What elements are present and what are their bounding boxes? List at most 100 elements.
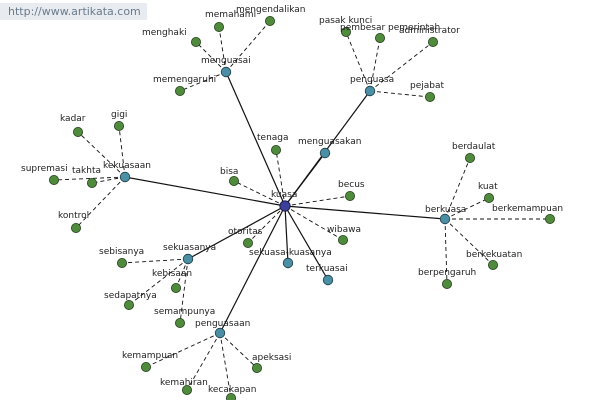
edge-center-becus	[284, 195, 351, 207]
edge-center-menguasai	[225, 71, 286, 207]
leaf-node-wibawa-dot	[337, 234, 348, 245]
leaf-node-kebisaan-label: kebisaan	[152, 269, 192, 279]
edge-penguasaan-kemahiran	[186, 332, 221, 391]
hub-node-menguasai-label: menguasai	[201, 56, 251, 66]
hub-node-terkuasai-label: terkuasai	[306, 264, 348, 274]
edge-sekuasanya-sebisanya	[121, 258, 189, 264]
edge-center-kekuasaan	[124, 176, 286, 207]
leaf-node-semampunya-dot	[174, 317, 185, 328]
leaf-node-berpengaruh-label: berpengaruh	[418, 268, 476, 278]
leaf-node-otoritas-dot	[242, 237, 253, 248]
leaf-node-kemahiran-label: kemahiran	[160, 378, 208, 388]
edge-berkuasa-kuat	[444, 197, 490, 220]
leaf-node-sedapatnya-label: sedapatnya	[104, 291, 157, 301]
leaf-node-kecakapan-dot	[226, 393, 236, 400]
leaf-node-berkekuatan-dot	[487, 259, 498, 270]
edge-center-wibawa	[284, 205, 344, 241]
edge-penguasaan-kecakapan	[219, 332, 232, 399]
watermark: http://www.artikata.com	[0, 3, 147, 20]
hub-node-sekuasanya-label: sekuasanya	[163, 243, 216, 253]
edge-center-tenaga	[275, 149, 286, 207]
leaf-node-berdaulat-label: berdaulat	[452, 142, 496, 152]
leaf-node-kuat-dot	[483, 192, 494, 203]
leaf-node-pejabat-dot	[424, 92, 435, 103]
leaf-node-kemampuan-label: kemampuan	[122, 351, 178, 361]
leaf-node-berkemampuan-dot	[545, 213, 556, 224]
hub-node-berkuasa-label: berkuasa	[425, 205, 466, 215]
hub-node-sekuasa-kuasanya-label: sekuasa-kuasanya	[249, 248, 332, 258]
leaf-node-kontrol-label: kontrol	[58, 211, 89, 221]
leaf-node-memahami-label: memahami	[205, 10, 256, 20]
edge-kekuasaan-gigi	[118, 125, 126, 178]
edge-menguasai-memengaruhi	[179, 71, 227, 92]
leaf-node-berdaulat-dot	[464, 152, 475, 163]
leaf-node-menghaki-label: menghaki	[142, 28, 187, 38]
leaf-node-takhta-label: takhta	[72, 166, 101, 176]
leaf-node-administrator-dot	[427, 37, 438, 48]
edge-penguasa-pasak-kunci	[345, 31, 371, 92]
hub-node-menguasakan-label: menguasakan	[298, 137, 361, 147]
leaf-node-berkekuatan-label: berkekuatan	[466, 250, 522, 260]
hub-node-penguasaan-dot	[214, 327, 226, 339]
leaf-node-wibawa-label: wibawa	[327, 225, 361, 235]
leaf-node-kemampuan-dot	[140, 361, 151, 372]
leaf-node-otoritas-label: otoritas	[228, 227, 263, 237]
leaf-node-bisa-dot	[228, 175, 239, 186]
edge-center-berkuasa	[284, 205, 446, 220]
edge-sekuasanya-sedapatnya	[128, 258, 189, 306]
hub-node-penguasa-label: penguasa	[350, 75, 394, 85]
leaf-node-pasak-kunci-dot	[340, 26, 351, 37]
edge-menguasai-menghaki	[195, 41, 227, 73]
edge-center-menguasakan	[284, 152, 326, 207]
edge-kekuasaan-takhta	[91, 176, 126, 184]
edge-kekuasaan-supremasi	[53, 176, 126, 181]
hub-node-kekuasaan-dot	[119, 171, 131, 183]
leaf-node-gigi-label: gigi	[111, 110, 127, 120]
hub-node-menguasakan-dot	[319, 147, 331, 159]
edge-berkuasa-berdaulat	[444, 157, 471, 220]
leaf-node-kecakapan-label: kecakapan	[208, 385, 256, 395]
edge-kekuasaan-kadar	[77, 131, 126, 178]
leaf-node-memengaruhi-label: memengaruhi	[153, 75, 216, 85]
edge-kekuasaan-kontrol	[75, 176, 126, 229]
leaf-node-sebisanya-dot	[117, 257, 128, 268]
edge-center-bisa	[233, 180, 286, 207]
edge-penguasaan-apeksasi	[219, 332, 258, 369]
hub-node-kekuasaan-label: kekuasaan	[103, 161, 151, 171]
hub-node-terkuasai-dot	[322, 274, 334, 286]
hub-node-berkuasa-dot	[439, 213, 451, 225]
hub-node-sekuasanya-dot	[182, 253, 194, 265]
leaf-node-kuat-label: kuat	[478, 182, 498, 192]
edge-penguasaan-kemampuan	[145, 332, 221, 368]
leaf-node-kontrol-dot	[71, 222, 82, 233]
hub-node-penguasa-dot	[364, 85, 376, 97]
edge-sekuasanya-semampunya	[179, 258, 189, 324]
edge-menguasai-mengendalikan	[225, 20, 271, 73]
leaf-node-bisa-label: bisa	[220, 167, 238, 177]
leaf-node-mengendalikan-label: mengendalikan	[236, 5, 305, 15]
leaf-node-pembesar-pemerintah-dot	[374, 33, 385, 44]
leaf-node-kebisaan-dot	[170, 282, 181, 293]
edge-menguasai-memahami	[218, 26, 227, 73]
leaf-node-pasak-kunci-label: pasak kunci	[319, 16, 372, 26]
edge-penguasa-pejabat	[369, 90, 431, 98]
edge-center-otoritas	[247, 205, 286, 244]
center-node-kuasa-label: kuasa	[271, 190, 297, 200]
leaf-node-semampunya-label: semampunya	[154, 307, 215, 317]
leaf-node-administrator-label: administrator	[399, 26, 460, 36]
leaf-node-becus-dot	[344, 190, 355, 201]
leaf-node-becus-label: becus	[338, 180, 365, 190]
leaf-node-memengaruhi-dot	[174, 86, 185, 97]
leaf-node-sebisanya-label: sebisanya	[99, 247, 144, 257]
edge-penguasa-administrator	[369, 41, 434, 92]
leaf-node-takhta-dot	[87, 177, 98, 188]
leaf-node-kadar-label: kadar	[60, 114, 86, 124]
hub-node-sekuasa-kuasanya-dot	[282, 257, 294, 269]
leaf-node-menghaki-dot	[190, 37, 201, 48]
leaf-node-tenaga-dot	[270, 144, 281, 155]
hub-node-menguasai-dot	[220, 66, 232, 78]
leaf-node-gigi-dot	[114, 121, 125, 132]
leaf-node-pembesar-pemerintah-label: pembesar pemerintah	[340, 23, 440, 33]
leaf-node-memahami-dot	[213, 21, 224, 32]
